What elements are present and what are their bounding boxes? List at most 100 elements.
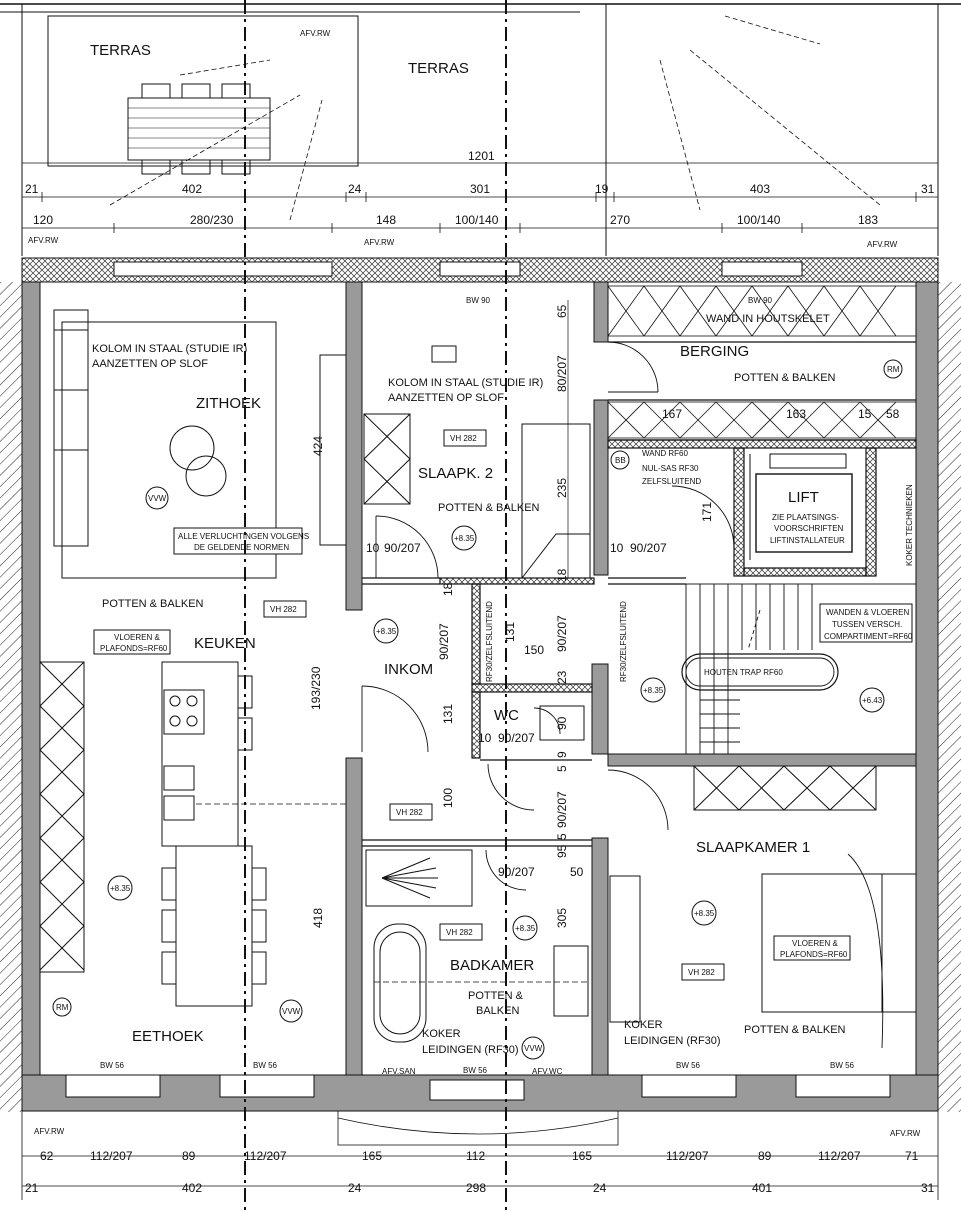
note-kolom-2a: KOLOM IN STAAL (STUDIE IR) — [388, 377, 543, 389]
dim-90-207a: 90/207 — [384, 541, 421, 555]
dim-top-402: 402 — [182, 182, 202, 196]
slaapk2-furniture — [363, 300, 591, 579]
tag-vh-bad: VH 282 — [446, 928, 473, 937]
dim-top-403: 403 — [750, 182, 770, 196]
dim-90-207e: 90/207 — [498, 731, 535, 745]
dim-top-301: 301 — [470, 182, 490, 196]
top-dimension-lines — [22, 162, 938, 233]
dim-18b: 18 — [555, 568, 569, 582]
note-potten-berging: POTTEN & BALKEN — [734, 372, 836, 384]
dim-90-207b: 90/207 — [630, 541, 667, 555]
room-label-slaapkamer1: SLAAPKAMER 1 — [696, 839, 810, 856]
tag-bb: BB — [615, 456, 626, 465]
dim-bot-21: 21 — [25, 1181, 39, 1195]
note-koker-sk1-2: LEIDINGEN (RF30) — [624, 1035, 721, 1047]
note-potten-slaapk1: POTTEN & BALKEN — [744, 1024, 846, 1036]
dim-5b: 5 — [555, 833, 569, 840]
tag-bw56-c: BW 56 — [463, 1066, 488, 1075]
tag-afv-wc: AFV.WC — [532, 1067, 563, 1076]
note-kolom-2b: AANZETTEN OP SLOF — [388, 392, 504, 404]
note-lift-2: VOORSCHRIFTEN — [774, 524, 844, 533]
dim-bot-31: 31 — [921, 1181, 935, 1195]
tag-vvw-3: VVW — [524, 1044, 543, 1053]
tag-box-vh-slaapk1 — [681, 963, 725, 981]
dim-18a: 18 — [441, 582, 455, 596]
tag-afv-san: AFV.SAN — [382, 1067, 416, 1076]
dim-bot-89b: 89 — [758, 1149, 772, 1163]
dim-90-207d: 90/207 — [555, 615, 569, 652]
dim-bot-24a: 24 — [348, 1181, 362, 1195]
dim-top-21: 21 — [25, 182, 39, 196]
dim-5a: 5 — [555, 765, 569, 772]
dim-top-31: 31 — [921, 182, 935, 196]
dim-90-207f: 90/207 — [555, 791, 569, 828]
note-wand-rf60: WAND RF60 — [642, 449, 688, 458]
tag-box-vh-bad — [439, 923, 483, 941]
dim-bot-165a: 165 — [362, 1149, 382, 1163]
tag-afv-rw-top1: AFV.RW — [300, 29, 331, 38]
note-koker-bad-2: LEIDINGEN (RF30) — [422, 1044, 519, 1056]
dim-top-19: 19 — [595, 182, 609, 196]
dim-bot-89a: 89 — [182, 1149, 196, 1163]
note-potten-bad-1: POTTEN & — [468, 990, 524, 1002]
tag-box-vh-inkom — [389, 803, 433, 821]
dim-bot-112-207a: 112/207 — [90, 1149, 133, 1163]
dim-167: 167 — [662, 407, 682, 421]
slaapkamer1-furniture — [609, 765, 917, 1049]
dim-424: 424 — [311, 436, 325, 456]
stair — [681, 583, 917, 755]
dim-305: 305 — [555, 908, 569, 928]
dim-top-183: 183 — [858, 213, 878, 227]
tag-afv-rw-bot1: AFV.RW — [34, 1127, 65, 1136]
dim-top-270: 270 — [610, 213, 630, 227]
terrace-zone — [0, 3, 961, 256]
dim-23: 23 — [555, 670, 569, 684]
tag-afv-rw-top3: AFV.RW — [364, 238, 395, 247]
dim-163: 163 — [786, 407, 806, 421]
dim-90-207c: 90/207 — [437, 623, 451, 660]
room-label-terras-left: TERRAS — [90, 42, 151, 59]
dim-50: 50 — [570, 865, 584, 879]
note-houten-trap: HOUTEN TRAP RF60 — [704, 668, 783, 677]
note-wanden-3: COMPARTIMENT=RF60 — [824, 632, 913, 641]
note-box-vloeren-1 — [93, 629, 171, 655]
tag-vvw-1: VVW — [148, 494, 167, 503]
tag-bw90-b: BW 90 — [748, 296, 773, 305]
tag-rm-eethoek: RM — [56, 1003, 69, 1012]
dim-10c: 10 — [478, 731, 492, 745]
tag-vh-slaapk1: VH 282 — [688, 968, 715, 977]
tag-level-slaapk2: +8.35 — [454, 534, 475, 543]
dim-90-207g: 90/207 — [498, 865, 535, 879]
dim-90: 90 — [555, 716, 569, 730]
dim-top-148: 148 — [376, 213, 396, 227]
room-label-inkom: INKOM — [384, 661, 433, 678]
dim-bot-24b: 24 — [593, 1181, 607, 1195]
note-kolom-1b: AANZETTEN OP SLOF — [92, 358, 208, 370]
note-verlicht-1: ALLE VERLUCHTINGEN VOLGENS — [178, 532, 309, 541]
top-facade-wall — [21, 257, 939, 283]
dim-top-24: 24 — [348, 182, 362, 196]
dim-top-100-140b: 100/140 — [737, 213, 781, 227]
dim-58: 58 — [886, 407, 900, 421]
note-kolom-1a: KOLOM IN STAAL (STUDIE IR) — [92, 343, 247, 355]
dim-65: 65 — [555, 304, 569, 318]
note-potten-bad-2: BALKEN — [476, 1005, 519, 1017]
note-vloeren-1b: PLAFONDS=RF60 — [100, 644, 168, 653]
tag-bw56-d: BW 56 — [676, 1061, 701, 1070]
dim-100: 100 — [441, 788, 455, 808]
dim-bot-401: 401 — [752, 1181, 772, 1195]
dim-bot-62: 62 — [40, 1149, 54, 1163]
dim-bot-165b: 165 — [572, 1149, 592, 1163]
dim-150: 150 — [524, 643, 544, 657]
note-box-verlicht — [173, 527, 303, 555]
dim-9: 9 — [555, 751, 569, 758]
dim-171: 171 — [700, 502, 714, 522]
note-potten-slaapk2: POTTEN & BALKEN — [438, 502, 540, 514]
dim-95: 95 — [555, 844, 569, 858]
dim-bot-112-207d: 112/207 — [818, 1149, 861, 1163]
note-box-wanden — [819, 603, 913, 643]
dim-10a: 10 — [366, 541, 380, 555]
dim-10b: 10 — [610, 541, 624, 555]
room-label-slaapk2: SLAAPK. 2 — [418, 465, 493, 482]
note-koker-techniek: KOKER TECHNIEKEN — [905, 484, 914, 566]
